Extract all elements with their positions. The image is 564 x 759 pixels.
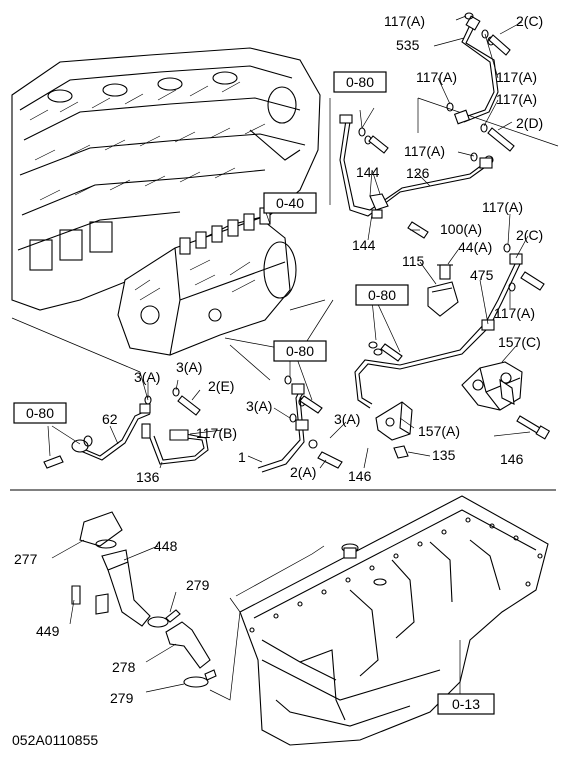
part-label[interactable]: 2(A) (290, 464, 316, 480)
part-label[interactable]: 144 (356, 164, 380, 180)
bracket-157a (375, 401, 413, 459)
part-label[interactable]: 2(C) (516, 13, 543, 29)
part-label[interactable]: 157(C) (498, 334, 541, 350)
ref-box-0-80-top[interactable]: 0-80 (333, 71, 387, 93)
bracket-157c (461, 361, 523, 411)
ref-label: 0-80 (368, 287, 396, 303)
part-label[interactable]: 117(A) (416, 69, 457, 85)
part-label[interactable]: 117(A) (404, 143, 445, 159)
part-label[interactable]: 1 (238, 449, 246, 465)
ref-label: 0-40 (276, 195, 304, 211)
part-labels: 117(A) 2(C) 535 117(A) 117(A) 117(A) 2(D… (14, 13, 543, 706)
part-label[interactable]: 278 (112, 659, 136, 675)
part-label[interactable]: 146 (348, 468, 372, 484)
part-label[interactable]: 277 (14, 551, 38, 567)
part-label[interactable]: 3(A) (134, 369, 160, 385)
part-label[interactable]: 3(A) (246, 398, 272, 414)
leader-lines (47, 15, 531, 694)
bolt-146-right (516, 415, 551, 440)
part-label[interactable]: 279 (110, 690, 134, 706)
part-label[interactable]: 126 (406, 165, 430, 181)
pipe-126-assembly (339, 114, 493, 239)
part-label[interactable]: 448 (154, 538, 178, 554)
pipe-1-assembly (257, 375, 343, 473)
part-label[interactable]: 146 (500, 451, 524, 467)
part-label[interactable]: 117(A) (496, 91, 537, 107)
part-label[interactable]: 3(A) (334, 411, 360, 427)
part-label[interactable]: 62 (102, 411, 118, 427)
part-label[interactable]: 475 (470, 267, 494, 283)
part-label[interactable]: 117(A) (494, 305, 535, 321)
ref-box-0-80-mid-right[interactable]: 0-80 (355, 284, 409, 306)
ref-box-0-13[interactable]: 0-13 (437, 693, 495, 715)
part-label[interactable]: 2(E) (208, 378, 234, 394)
ref-box-0-40[interactable]: 0-40 (263, 192, 317, 214)
ref-label: 0-80 (26, 405, 54, 421)
oil-pan (209, 495, 549, 746)
part-label[interactable]: 44(A) (458, 239, 492, 255)
diagram-code: 052A0110855 (12, 732, 98, 748)
ref-box-0-80-mid[interactable]: 0-80 (273, 340, 327, 362)
part-label[interactable]: 144 (352, 237, 376, 253)
dipstick-guide-assembly (71, 511, 217, 688)
part-label[interactable]: 135 (432, 447, 456, 463)
engine-block (11, 47, 321, 311)
part-label[interactable]: 2(C) (516, 227, 543, 243)
part-label[interactable]: 3(A) (176, 359, 202, 375)
injection-pump (117, 207, 297, 356)
part-label[interactable]: 535 (396, 37, 420, 53)
pipe-62-136-assembly (43, 387, 209, 469)
pipe-475-assembly (354, 243, 545, 409)
part-label[interactable]: 2(D) (516, 115, 543, 131)
part-label[interactable]: 100(A) (440, 221, 482, 237)
part-label[interactable]: 449 (36, 623, 60, 639)
part-label[interactable]: 117(A) (384, 13, 425, 29)
part-label[interactable]: 136 (136, 469, 160, 485)
part-label[interactable]: 117(B) (196, 425, 237, 441)
ref-label: 0-80 (286, 343, 314, 359)
part-label[interactable]: 115 (402, 253, 425, 269)
part-label[interactable]: 117(A) (482, 199, 523, 215)
ref-box-0-80-left[interactable]: 0-80 (13, 402, 67, 424)
ref-label: 0-13 (452, 696, 480, 712)
bracket-115-clamp (427, 264, 459, 317)
part-label[interactable]: 117(A) (496, 69, 537, 85)
part-label[interactable]: 157(A) (418, 423, 460, 439)
pipe-535-assembly (446, 12, 515, 165)
ref-label: 0-80 (346, 74, 374, 90)
part-label[interactable]: 279 (186, 577, 210, 593)
